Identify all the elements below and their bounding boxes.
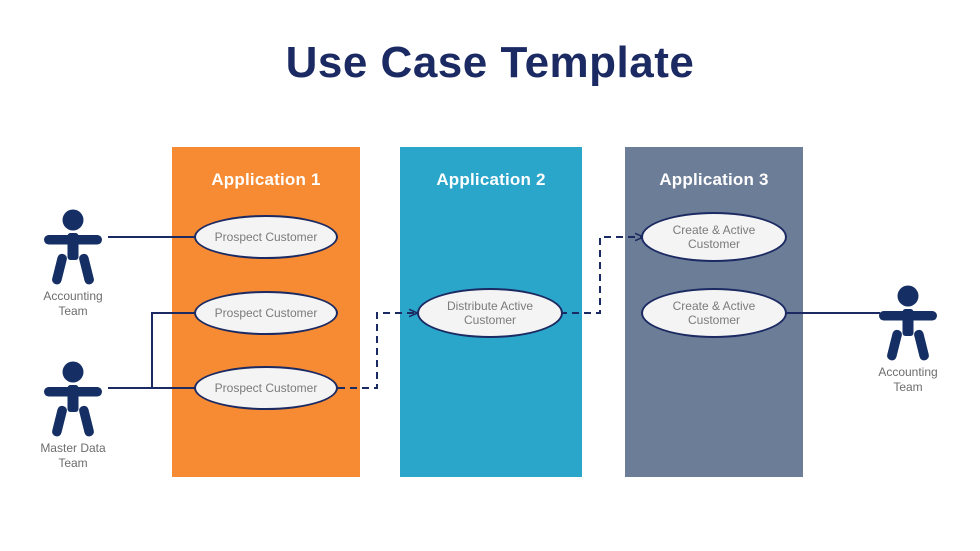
application-2-title: Application 2 xyxy=(436,170,546,189)
usecase-label: Create & Active Customer xyxy=(672,223,756,251)
actor-accounting-team-left[interactable]: Accounting Team xyxy=(18,208,128,319)
usecase-prospect-customer-2[interactable]: Prospect Customer xyxy=(194,291,338,335)
usecase-create-active-customer-2[interactable]: Create & Active Customer xyxy=(641,288,787,338)
person-icon xyxy=(879,285,937,361)
usecase-prospect-customer-3[interactable]: Prospect Customer xyxy=(194,366,338,410)
actor-accounting-team-right[interactable]: Accounting Team xyxy=(853,284,963,395)
usecase-label: Prospect Customer xyxy=(214,306,318,320)
actor-label: Accounting Team xyxy=(43,289,103,318)
usecase-create-active-customer-1[interactable]: Create & Active Customer xyxy=(641,212,787,262)
person-icon xyxy=(44,361,102,437)
usecase-label: Distribute Active Customer xyxy=(446,299,534,327)
application-3-title: Application 3 xyxy=(659,170,769,189)
actor-master-data-team[interactable]: Master Data Team xyxy=(18,360,128,471)
page-title: Use Case Template xyxy=(285,38,695,87)
actor-label: Accounting Team xyxy=(878,365,938,394)
usecase-label: Create & Active Customer xyxy=(672,299,756,327)
usecase-prospect-customer-1[interactable]: Prospect Customer xyxy=(194,215,338,259)
usecase-label: Prospect Customer xyxy=(214,230,318,244)
usecase-label: Prospect Customer xyxy=(214,381,318,395)
person-icon xyxy=(44,209,102,285)
actor-label: Master Data Team xyxy=(40,441,106,470)
application-1-title: Application 1 xyxy=(211,170,321,189)
usecase-distribute-active-customer[interactable]: Distribute Active Customer xyxy=(417,288,563,338)
